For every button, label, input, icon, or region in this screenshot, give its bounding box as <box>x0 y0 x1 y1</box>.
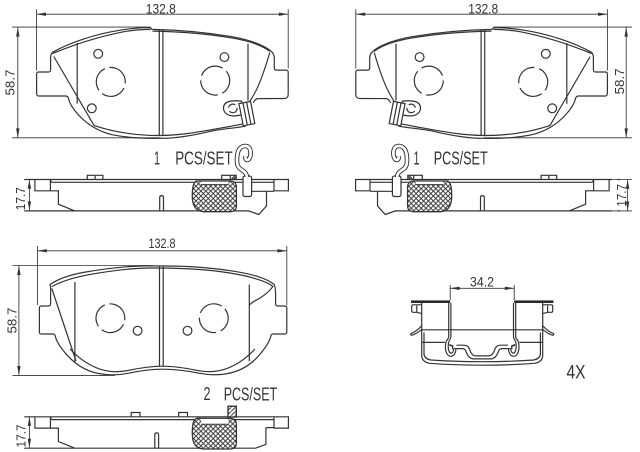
svg-text:132.8: 132.8 <box>146 0 176 16</box>
svg-text:132.8: 132.8 <box>468 0 498 16</box>
svg-text:4X: 4X <box>567 363 586 384</box>
svg-text:17.7: 17.7 <box>615 184 629 207</box>
svg-text:58.7: 58.7 <box>4 70 18 96</box>
svg-text:17.7: 17.7 <box>14 187 28 210</box>
svg-text:1: 1 <box>414 147 420 168</box>
svg-text:PCS/SET: PCS/SET <box>175 148 233 169</box>
svg-text:2: 2 <box>204 383 211 404</box>
svg-text:1: 1 <box>154 147 160 168</box>
svg-text:58.7: 58.7 <box>613 68 627 94</box>
svg-text:132.8: 132.8 <box>149 235 176 251</box>
svg-text:34.2: 34.2 <box>470 274 494 290</box>
svg-text:PCS/SET: PCS/SET <box>224 384 278 405</box>
svg-text:17.7: 17.7 <box>15 425 29 448</box>
svg-text:58.7: 58.7 <box>6 308 20 334</box>
svg-text:PCS/SET: PCS/SET <box>434 148 488 169</box>
